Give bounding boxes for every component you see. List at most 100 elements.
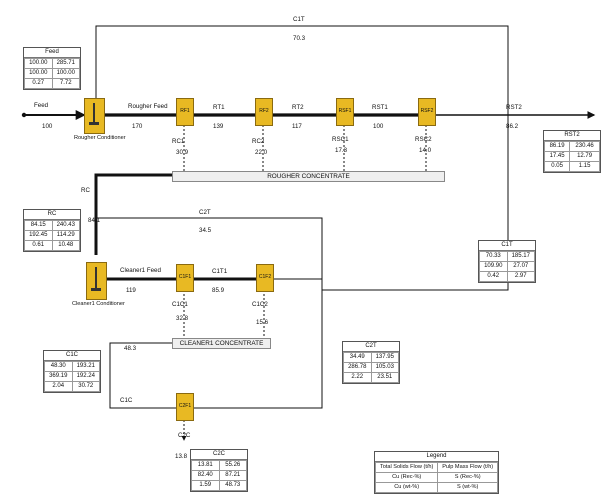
legend: Legend Total Solids Flow (t/h)Pulp Mass …	[374, 451, 499, 494]
table-title: C1C	[44, 351, 100, 361]
table-cell: 192.45	[24, 230, 53, 241]
table-title: C1T	[479, 241, 535, 251]
cell-label-rf1: RF1	[180, 108, 190, 114]
table-cell: 1.59	[191, 480, 220, 491]
stream-value-cleaner1-feed: 119	[126, 287, 136, 294]
table-title: Feed	[24, 48, 80, 58]
rougher-conditioner-label: Rougher Conditioner	[74, 135, 126, 141]
table-cell: 185.17	[506, 251, 535, 262]
table-cell: 70.33	[479, 251, 508, 262]
table-cell: 286.78	[343, 362, 372, 373]
stream-label-rc2: RC2	[252, 138, 265, 145]
table-cell: 23.51	[370, 372, 399, 383]
cell-label-rsf1: RSF1	[338, 108, 352, 114]
stream-label-rougher-feed: Rougher Feed	[128, 103, 168, 110]
flotation-cell-c2f1: C2F1	[176, 393, 194, 421]
legend-cell: Total Solids Flow (t/h)	[374, 462, 439, 473]
agitator-icon	[93, 103, 95, 125]
table-cell: 105.03	[370, 362, 399, 373]
stream-label-rst1: RST1	[372, 104, 388, 111]
table-cell: 17.45	[543, 151, 571, 162]
c1t-top-loop	[95, 25, 509, 291]
stream-label-c2c: C2C	[178, 432, 191, 439]
table-title: RST2	[544, 131, 600, 141]
table-cell: 100.00	[24, 68, 53, 79]
legend-cell: Cu (Rec-%)	[374, 472, 439, 483]
stream-value-rc1: 30.9	[176, 149, 189, 156]
stream-label-c1c2: C1C2	[252, 301, 268, 308]
stream-label-feed: Feed	[34, 102, 49, 109]
table-cell: 0.27	[24, 78, 53, 89]
stream-label-c2t: C2T	[199, 209, 211, 216]
table-cell: 48.73	[218, 480, 247, 491]
stream-value-rc2: 22.0	[255, 149, 268, 156]
cleaner1-concentrate-band: CLEANER1 CONCENTRATE	[172, 338, 271, 349]
table-cell: 2.97	[506, 271, 535, 282]
rougher-conditioner	[84, 98, 105, 134]
table-cell: 48.30	[44, 361, 73, 372]
table-cell: 2.04	[44, 381, 73, 392]
agitator-icon	[95, 267, 97, 291]
cell-label-c2f1: C2F1	[178, 403, 192, 409]
stream-label-c1t: C1T	[293, 16, 305, 23]
stream-value-c1t: 70.3	[293, 35, 306, 42]
stream-label-rc1: RC1	[172, 138, 185, 145]
stream-value-c1c-line: 48.3	[124, 345, 137, 352]
legend-cell: S (Rec-%)	[437, 472, 498, 483]
stream-value-rst2: 86.2	[506, 123, 519, 130]
cell-label-c1f1: C1F1	[178, 274, 192, 280]
table-title: C2C	[191, 450, 247, 460]
table-cell: 55.26	[218, 460, 247, 471]
stream-label-rst2: RST2	[506, 104, 522, 111]
flotation-cell-rsf1: RSF1	[336, 98, 354, 126]
table-cell: 27.07	[506, 261, 535, 272]
table-title: C2T	[343, 342, 399, 352]
flotation-cell-c1f1: C1F1	[176, 264, 194, 292]
table-cell: 100.00	[24, 58, 53, 69]
stream-value-c1t1: 85.9	[212, 287, 225, 294]
flotation-cell-rf2: RF2	[255, 98, 273, 126]
stream-value-c1c2: 15.6	[256, 319, 269, 326]
c2t-line	[95, 217, 323, 290]
cell-label-rsf2: RSF2	[420, 108, 434, 114]
c1t-out-line	[272, 278, 323, 290]
flotation-cell-rf1: RF1	[176, 98, 194, 126]
stream-label-c1c1: C1C1	[172, 301, 188, 308]
stream-value-rt1: 139	[213, 123, 224, 130]
stream-value-rsc1: 17.3	[335, 147, 348, 154]
table-cell: 285.71	[51, 58, 80, 69]
table-cell: 82.40	[191, 470, 220, 481]
table-cell: 7.72	[51, 78, 80, 89]
cell-label-rf2: RF2	[259, 108, 269, 114]
table-title: RC	[24, 210, 80, 220]
stream-value-c2t: 34.5	[199, 227, 212, 234]
table-cell: 12.79	[569, 151, 600, 162]
stream-label-rsc2: RSC2	[415, 136, 432, 143]
table-cell: 2.22	[343, 372, 372, 383]
table-cell: 0.61	[24, 240, 53, 251]
stream-value-rsc2: 14.0	[419, 147, 432, 154]
stream-label-c1t1: C1T1	[212, 268, 228, 275]
table-cell: 240.43	[51, 220, 80, 231]
table-cell: 84.15	[24, 220, 53, 231]
table-cell: 109.90	[479, 261, 508, 272]
table-cell: 137.95	[370, 352, 399, 363]
stream-value-rougher-feed: 170	[132, 123, 143, 130]
rougher-concentrate-band: ROUGHER CONCENTRATE	[172, 171, 445, 182]
table-cell: 30.72	[71, 381, 100, 392]
stream-value-c2c: 13.8	[175, 453, 188, 460]
stream-label-cleaner1-feed: Cleaner1 Feed	[120, 267, 161, 274]
table-cell: 100.00	[51, 68, 80, 79]
stream-value-c1c1: 32.8	[176, 315, 189, 322]
stream-value-rst1: 100	[373, 123, 384, 130]
table-cell: 369.19	[44, 371, 73, 382]
stream-label-c1c-line: C1C	[120, 397, 133, 404]
stream-label-rt2: RT2	[292, 104, 304, 111]
stream-value-feed: 100	[42, 123, 53, 130]
table-cell: 86.19	[543, 141, 571, 152]
